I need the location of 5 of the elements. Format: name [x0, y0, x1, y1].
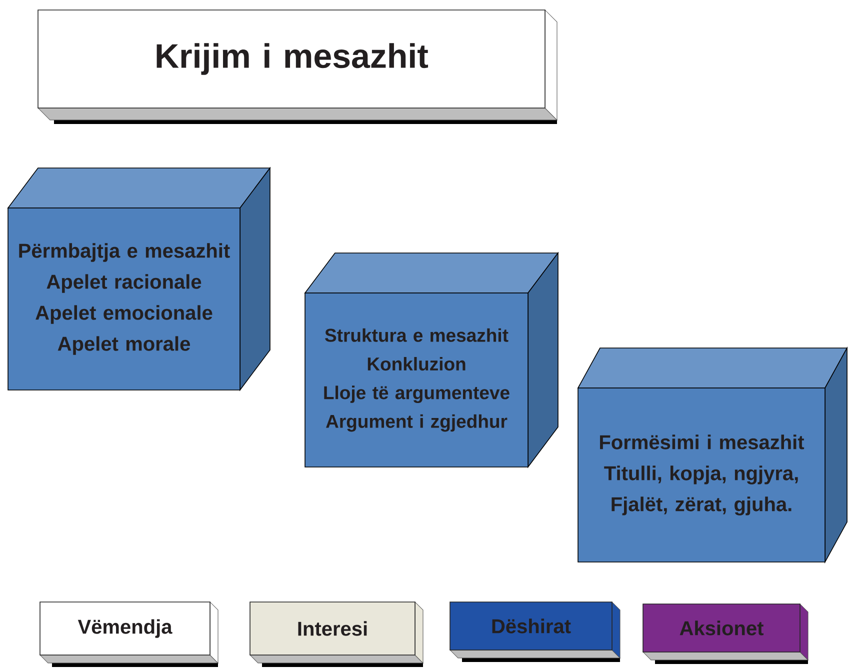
label-box: Interesi — [250, 602, 424, 667]
label-box: Vëmendja — [40, 602, 218, 667]
label-box: Aksionet — [642, 604, 808, 664]
title-box: Krijim i mesazhit — [38, 10, 558, 124]
label-box: Dëshirat — [450, 602, 620, 662]
